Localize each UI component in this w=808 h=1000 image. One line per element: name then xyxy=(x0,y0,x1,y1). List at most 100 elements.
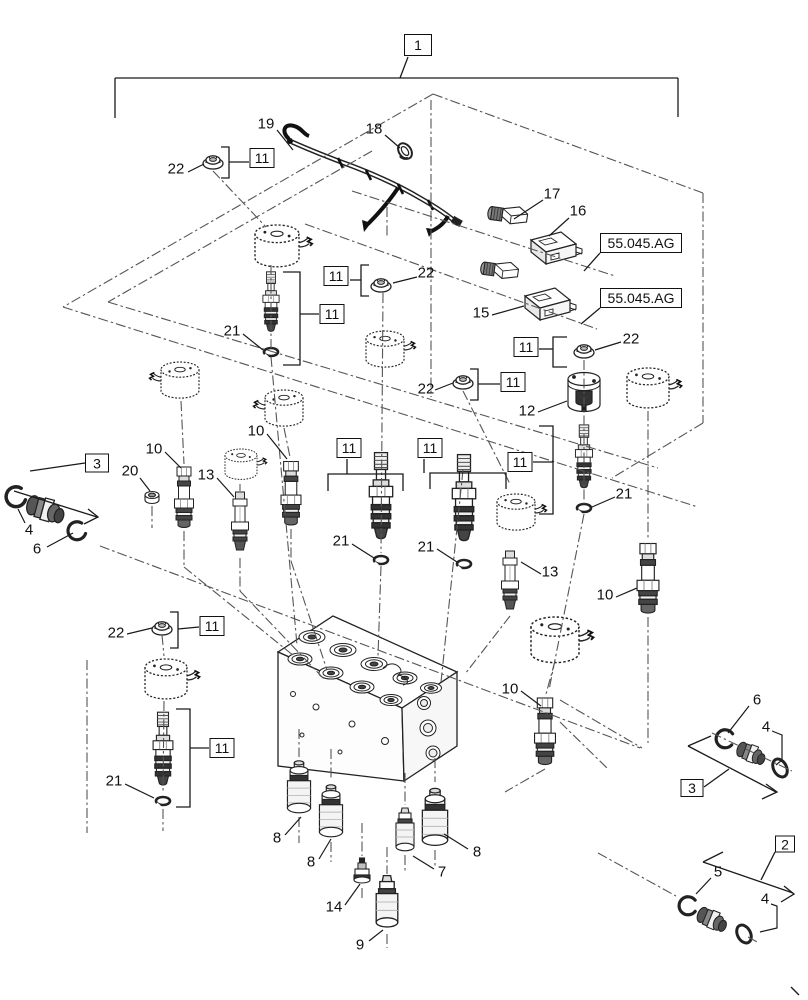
leader-line xyxy=(436,548,458,563)
callout-21: 21 xyxy=(332,532,350,550)
phantom-line xyxy=(161,634,165,657)
callout-16: 16 xyxy=(569,202,587,220)
block-side-ports xyxy=(417,696,441,761)
o-ring-4 xyxy=(732,921,756,947)
bracket-line xyxy=(687,745,777,793)
leader-line xyxy=(392,276,418,284)
block-front-holes xyxy=(290,691,389,755)
block-top-pocket xyxy=(382,663,408,686)
callout-10: 10 xyxy=(145,440,163,458)
leader-line xyxy=(591,496,616,508)
callout-21: 21 xyxy=(615,485,633,503)
leader-line xyxy=(537,400,568,413)
valve-cartridge-13 xyxy=(501,550,519,610)
bracket-line xyxy=(687,735,712,747)
bracket-line xyxy=(552,336,567,368)
generated-lines xyxy=(13,56,800,996)
valve-cartridge-11 xyxy=(152,711,174,786)
ref-box-1: 1 xyxy=(404,34,432,56)
leader-line xyxy=(594,341,622,351)
callout-8: 8 xyxy=(306,853,316,871)
phantom-line xyxy=(559,721,608,769)
o-ring-21 xyxy=(575,502,593,515)
snap-ring-5 xyxy=(676,893,700,918)
leader-line xyxy=(384,134,401,149)
leader-line xyxy=(187,163,205,173)
leader-line xyxy=(164,451,182,469)
phantom-line xyxy=(62,93,434,308)
bracket-line xyxy=(176,708,191,808)
bracket-line xyxy=(703,768,730,788)
callout-4: 4 xyxy=(24,521,34,539)
leader-line xyxy=(615,587,638,598)
bracket-line xyxy=(702,851,724,863)
leader-line xyxy=(368,929,384,942)
connector-17 xyxy=(486,202,530,227)
phantom-line xyxy=(464,615,511,675)
callout-21: 21 xyxy=(417,538,435,556)
harness-hook xyxy=(282,123,310,141)
phantom-line xyxy=(239,590,325,680)
snap-ring-6 xyxy=(64,518,88,543)
leader-line xyxy=(434,382,454,391)
bracket-line xyxy=(360,264,369,297)
leader-line xyxy=(727,705,750,734)
callout-4: 4 xyxy=(761,718,771,736)
wire-harness xyxy=(282,123,463,237)
leader-line xyxy=(443,833,469,850)
leader-line xyxy=(124,783,155,799)
phantom-line xyxy=(380,292,384,554)
callout-8: 8 xyxy=(472,843,482,861)
phantom-line xyxy=(462,390,511,485)
plug-14 xyxy=(353,857,371,884)
plug-20 xyxy=(144,490,160,505)
bracket-line xyxy=(429,472,507,489)
ref-box-55.045.AG: 55.045.AG xyxy=(600,233,682,253)
phantom-line xyxy=(747,936,760,944)
bracket-line xyxy=(583,252,601,272)
bracket-line xyxy=(83,508,100,525)
phantom-line xyxy=(548,513,585,691)
solenoid-coil xyxy=(148,361,200,399)
phantom-line xyxy=(559,699,643,749)
coupler-fitting xyxy=(693,904,731,935)
callout-10: 10 xyxy=(247,422,265,440)
coupler-fitting xyxy=(23,493,68,526)
ref-box-3: 3 xyxy=(680,779,704,797)
callout-5: 5 xyxy=(713,863,723,881)
solenoid-coil xyxy=(252,389,304,427)
callout-12: 12 xyxy=(518,402,536,420)
callout-10: 10 xyxy=(501,680,519,698)
phantom-line xyxy=(180,400,185,465)
o-ring-21 xyxy=(455,558,473,571)
phantom-line xyxy=(107,301,659,469)
callout-22: 22 xyxy=(167,160,185,178)
phantom-line xyxy=(212,170,267,228)
ref-box-11: 11 xyxy=(513,337,539,357)
callout-8: 8 xyxy=(272,829,282,847)
ref-box-3: 3 xyxy=(85,453,109,473)
leader-line xyxy=(46,532,74,548)
ref-box-11: 11 xyxy=(319,304,345,324)
valve-cartridge-10 xyxy=(280,460,302,526)
callout-13: 13 xyxy=(541,563,559,581)
phantom-line xyxy=(107,150,373,303)
leader-line xyxy=(216,477,235,498)
leader-line xyxy=(491,305,525,316)
leader-line xyxy=(513,199,544,220)
phantom-line xyxy=(162,700,165,794)
valve-cartridge-11 xyxy=(451,453,477,542)
bracket-line xyxy=(780,885,796,903)
leader-line xyxy=(759,903,778,933)
phantom-line xyxy=(711,732,793,772)
bracket-line xyxy=(761,783,779,800)
bracket-line xyxy=(13,490,98,518)
phantom-line xyxy=(440,469,464,683)
ref-box-11: 11 xyxy=(417,438,443,458)
leader-line xyxy=(695,877,712,895)
ref-box-55.045.AG: 55.045.AG xyxy=(600,288,682,308)
ref-box-11: 11 xyxy=(323,266,349,286)
connector-16 xyxy=(530,231,583,265)
solenoid-coil xyxy=(626,367,683,409)
